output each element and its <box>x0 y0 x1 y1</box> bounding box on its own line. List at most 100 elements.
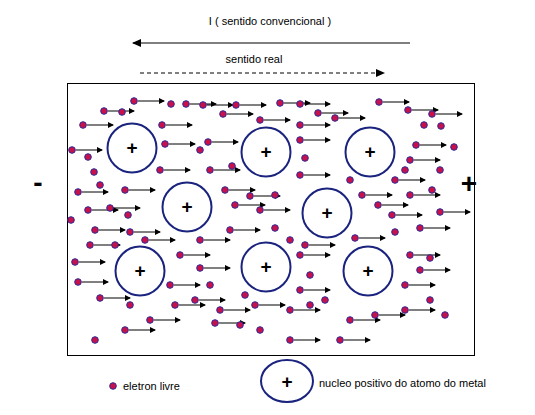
free-electron <box>197 147 204 154</box>
free-electron <box>429 111 462 118</box>
nucleus-sign: + <box>260 142 271 161</box>
free-electron <box>438 123 445 130</box>
free-electron <box>252 302 285 309</box>
free-electron <box>402 167 409 174</box>
free-electron <box>205 139 238 146</box>
free-electron <box>192 297 225 304</box>
free-electron <box>217 307 250 314</box>
nucleus-circle: + <box>240 126 292 178</box>
free-electron <box>68 217 75 224</box>
nucleus-ring <box>108 124 157 173</box>
nucleus-ring <box>242 128 291 177</box>
free-electron <box>421 122 428 129</box>
free-electron <box>427 255 434 262</box>
free-electron <box>207 282 214 289</box>
free-electron <box>297 287 330 294</box>
free-electron <box>407 157 440 164</box>
free-electron <box>122 187 155 194</box>
free-electron <box>127 302 134 309</box>
free-electron <box>375 202 408 209</box>
positive-terminal: + <box>461 170 477 198</box>
free-electron <box>451 144 458 151</box>
free-electron <box>159 122 192 129</box>
free-electron <box>80 122 113 129</box>
nucleus-sign: + <box>181 197 192 216</box>
free-electron <box>69 147 102 154</box>
free-electron <box>315 110 348 117</box>
free-electron <box>287 237 294 244</box>
free-electron <box>277 100 310 107</box>
free-electron <box>297 122 330 129</box>
free-electron <box>167 282 200 289</box>
free-electron <box>257 117 290 124</box>
conventional-current-arrow <box>133 43 410 44</box>
free-electron <box>257 207 290 214</box>
nucleus-sign: + <box>364 142 375 161</box>
free-electron <box>172 302 205 309</box>
free-electron <box>162 141 195 148</box>
free-electron <box>75 189 108 196</box>
free-electron <box>417 267 450 274</box>
free-electron <box>92 227 125 234</box>
free-electron <box>272 192 279 199</box>
free-electron <box>85 154 92 161</box>
free-electron <box>297 172 330 179</box>
free-electron <box>87 242 120 249</box>
free-electron <box>229 163 236 170</box>
free-electron <box>407 252 440 259</box>
free-electron <box>392 229 399 236</box>
free-electron <box>376 99 409 106</box>
free-electron <box>127 229 160 236</box>
nucleus-circle: + <box>301 187 353 239</box>
nucleus-ring <box>163 183 212 232</box>
free-electron <box>75 279 108 286</box>
nucleus-circle: + <box>344 126 396 178</box>
free-electron <box>97 182 104 189</box>
nucleus-circle: + <box>240 241 292 293</box>
free-electron <box>302 155 309 162</box>
free-electron <box>247 193 280 200</box>
free-electron <box>307 272 314 279</box>
free-electron <box>101 108 134 115</box>
nucleus-ring <box>242 243 291 292</box>
current-label: I ( sentido convencional ) <box>209 16 331 27</box>
legend-nucleus-sign: + <box>281 372 292 391</box>
free-electron <box>112 242 119 249</box>
free-electron <box>352 235 385 242</box>
free-electron <box>302 242 335 249</box>
free-electron <box>242 292 249 299</box>
free-electron <box>233 102 266 109</box>
free-electron <box>287 337 320 344</box>
legend-nucleus-sample <box>261 360 313 402</box>
nucleus-circle: + <box>161 181 213 233</box>
free-electron <box>237 322 244 329</box>
free-electron <box>413 142 446 149</box>
nucleus-circle: + <box>106 122 158 174</box>
free-electron <box>157 167 190 174</box>
free-electron <box>407 192 440 199</box>
free-electron <box>272 225 279 232</box>
free-electron <box>200 102 233 109</box>
free-electron <box>147 317 180 324</box>
free-electron <box>427 297 434 304</box>
free-electron <box>122 327 155 334</box>
free-electron <box>297 101 330 108</box>
free-electron <box>197 237 230 244</box>
free-electron <box>92 337 99 344</box>
free-electron <box>91 169 98 176</box>
free-electron <box>142 237 175 244</box>
free-electron <box>168 101 175 108</box>
free-electron <box>437 167 444 174</box>
free-electron <box>402 307 435 314</box>
nucleus-sign: + <box>260 257 271 276</box>
free-electron <box>297 252 330 259</box>
free-electron <box>177 252 210 259</box>
free-electron <box>359 192 392 199</box>
free-electron <box>131 98 164 105</box>
free-electron <box>437 209 470 216</box>
nucleus-circle: + <box>342 245 394 297</box>
legend-text: eletron livre <box>123 381 180 392</box>
metal-conductor <box>68 84 475 356</box>
free-electron <box>417 225 450 232</box>
